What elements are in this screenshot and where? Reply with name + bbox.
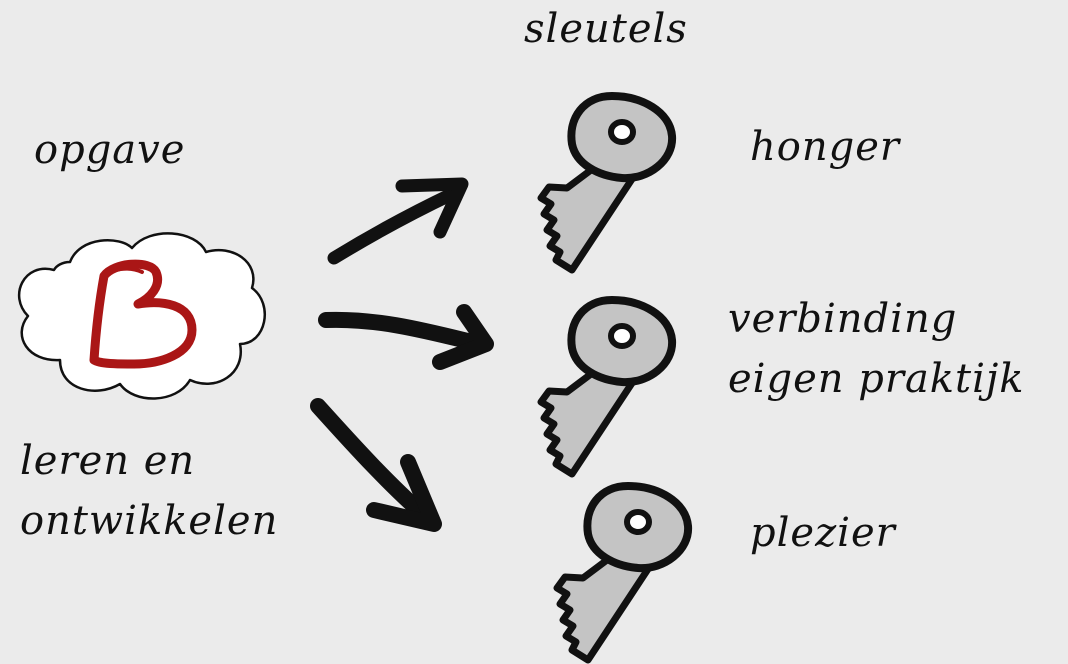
arrow-icon bbox=[327, 177, 469, 265]
key-icon bbox=[557, 486, 688, 660]
caption-line-1: leren en bbox=[20, 438, 195, 484]
arrow-icon bbox=[310, 398, 442, 532]
key-label-verbinding-line-1: verbinding bbox=[728, 296, 957, 342]
heart-icon bbox=[89, 259, 197, 369]
opgave-label: opgave bbox=[34, 127, 185, 173]
key-label-verbinding-line-2: eigen praktijk bbox=[728, 356, 1025, 402]
key-icon bbox=[541, 96, 672, 270]
cloud-icon bbox=[17, 232, 267, 400]
key-label-honger: honger bbox=[750, 124, 902, 170]
caption-line-2: ontwikkelen bbox=[20, 498, 278, 544]
key-label-plezier: plezier bbox=[750, 510, 898, 556]
diagram-title: sleutels bbox=[524, 6, 688, 52]
arrow-icon bbox=[318, 304, 494, 370]
key-icon bbox=[541, 300, 672, 474]
